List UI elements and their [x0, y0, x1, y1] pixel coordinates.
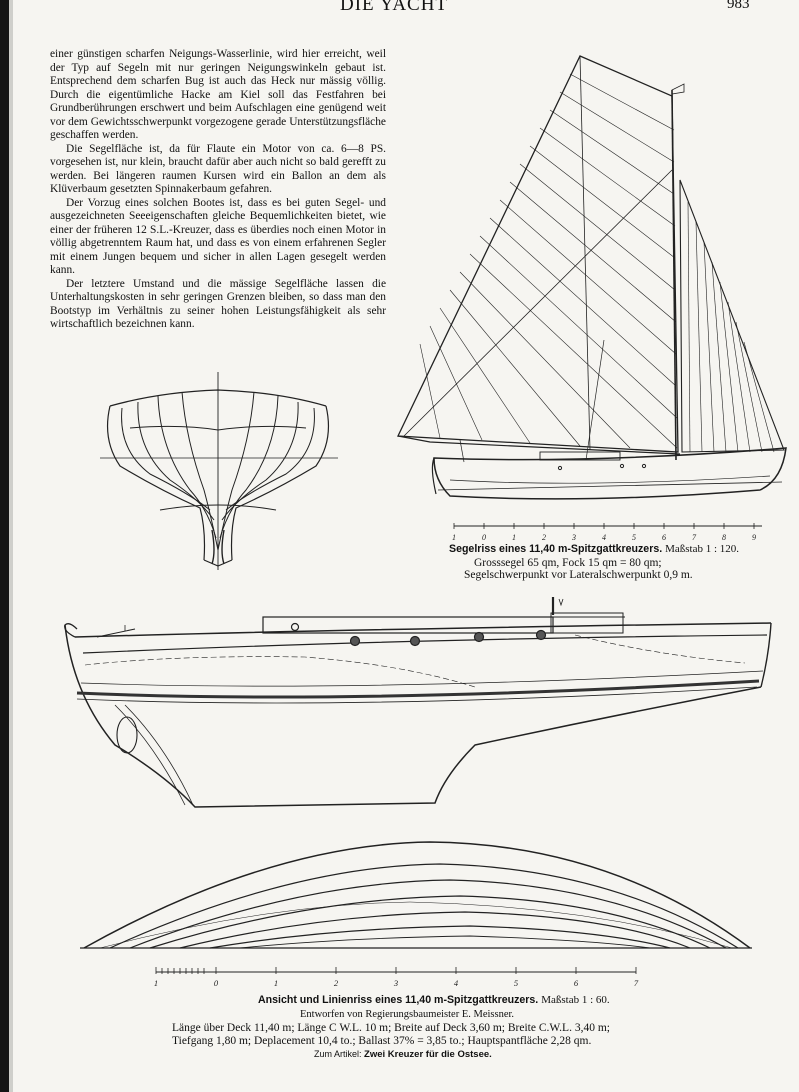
- scale-tick: 4: [602, 533, 606, 542]
- scale-tick: 0: [214, 978, 219, 988]
- scale-tick: 5: [514, 978, 518, 988]
- paragraph: Der Vorzug eines solchen Bootes ist, das…: [50, 196, 386, 277]
- sail-area-text: Grosssegel 65 qm, Fock 15 qm = 80 qm;: [474, 557, 662, 569]
- page-gutter: [9, 0, 13, 1092]
- scale-tick: 6: [662, 533, 666, 542]
- scale-tick: 1: [452, 533, 456, 542]
- book-spine-shadow: [0, 0, 9, 1092]
- sail-center-text: Segelschwerpunkt vor Lateralschwerpunkt …: [464, 569, 693, 581]
- scale-tick: 9: [752, 533, 756, 542]
- scale-tick: 4: [454, 978, 459, 988]
- scale-tick: 5: [632, 533, 636, 542]
- lines-plan-drawing: [80, 841, 752, 949]
- paragraph: einer günstigen scharfen Neigungs-Wasser…: [50, 48, 386, 141]
- scale-tick: 7: [634, 978, 639, 988]
- profile-view-drawing: [64, 597, 772, 808]
- caption-title: Ansicht und Linienriss eines 11,40 m-Spi…: [258, 994, 539, 1006]
- scale-tick: 2: [542, 533, 546, 542]
- paragraph: Die Segelfläche ist, da für Flaute ein M…: [50, 142, 386, 196]
- scale-tick: 2: [334, 978, 339, 988]
- designer-credit: Entworfen von Regierungsbaumeister E. Me…: [300, 1009, 515, 1020]
- scale-tick: 3: [393, 978, 398, 988]
- running-header: DIE YACHT: [340, 0, 449, 15]
- sail-plan-caption: Segelriss eines 11,40 m-Spitzgattkreuzer…: [449, 543, 739, 555]
- lines-plan-scale-bar: 1 0 1 2 3 4 5 6 7: [154, 967, 639, 988]
- article-ref-prefix: Zum Artikel:: [314, 1049, 362, 1059]
- lines-plan-caption: Ansicht und Linienriss eines 11,40 m-Spi…: [258, 994, 610, 1006]
- article-reference: Zum Artikel: Zwei Kreuzer für die Ostsee…: [314, 1049, 492, 1060]
- scale-tick: 1: [274, 978, 278, 988]
- caption-scale: Maßstab 1 : 120.: [665, 543, 740, 555]
- article-ref-title: Zwei Kreuzer für die Ostsee.: [364, 1049, 492, 1060]
- caption-title: Segelriss eines 11,40 m-Spitzgattkreuzer…: [449, 543, 663, 555]
- dimensions-line-2: Tiefgang 1,80 m; Deplacement 10,4 to.; B…: [172, 1035, 592, 1047]
- scale-tick: 3: [571, 533, 576, 542]
- article-text: einer günstigen scharfen Neigungs-Wasser…: [50, 48, 386, 332]
- page-number: 983: [727, 0, 750, 12]
- scale-tick: 6: [574, 978, 579, 988]
- scale-tick: 8: [722, 533, 726, 542]
- scale-tick: 1: [154, 978, 158, 988]
- body-plan-drawing: [100, 372, 338, 570]
- scale-tick: 0: [482, 533, 486, 542]
- dimensions-line-1: Länge über Deck 11,40 m; Länge C W.L. 10…: [172, 1022, 610, 1034]
- sail-plan-scale-bar: 1 0 1 2 3 4 5 6 7 8 9: [452, 523, 762, 542]
- sail-plan-drawing: [396, 55, 787, 500]
- caption-scale: Maßstab 1 : 60.: [541, 994, 610, 1006]
- paragraph: Der letztere Umstand und die mässige Seg…: [50, 277, 386, 331]
- scale-tick: 7: [692, 533, 697, 542]
- scale-tick: 1: [512, 533, 516, 542]
